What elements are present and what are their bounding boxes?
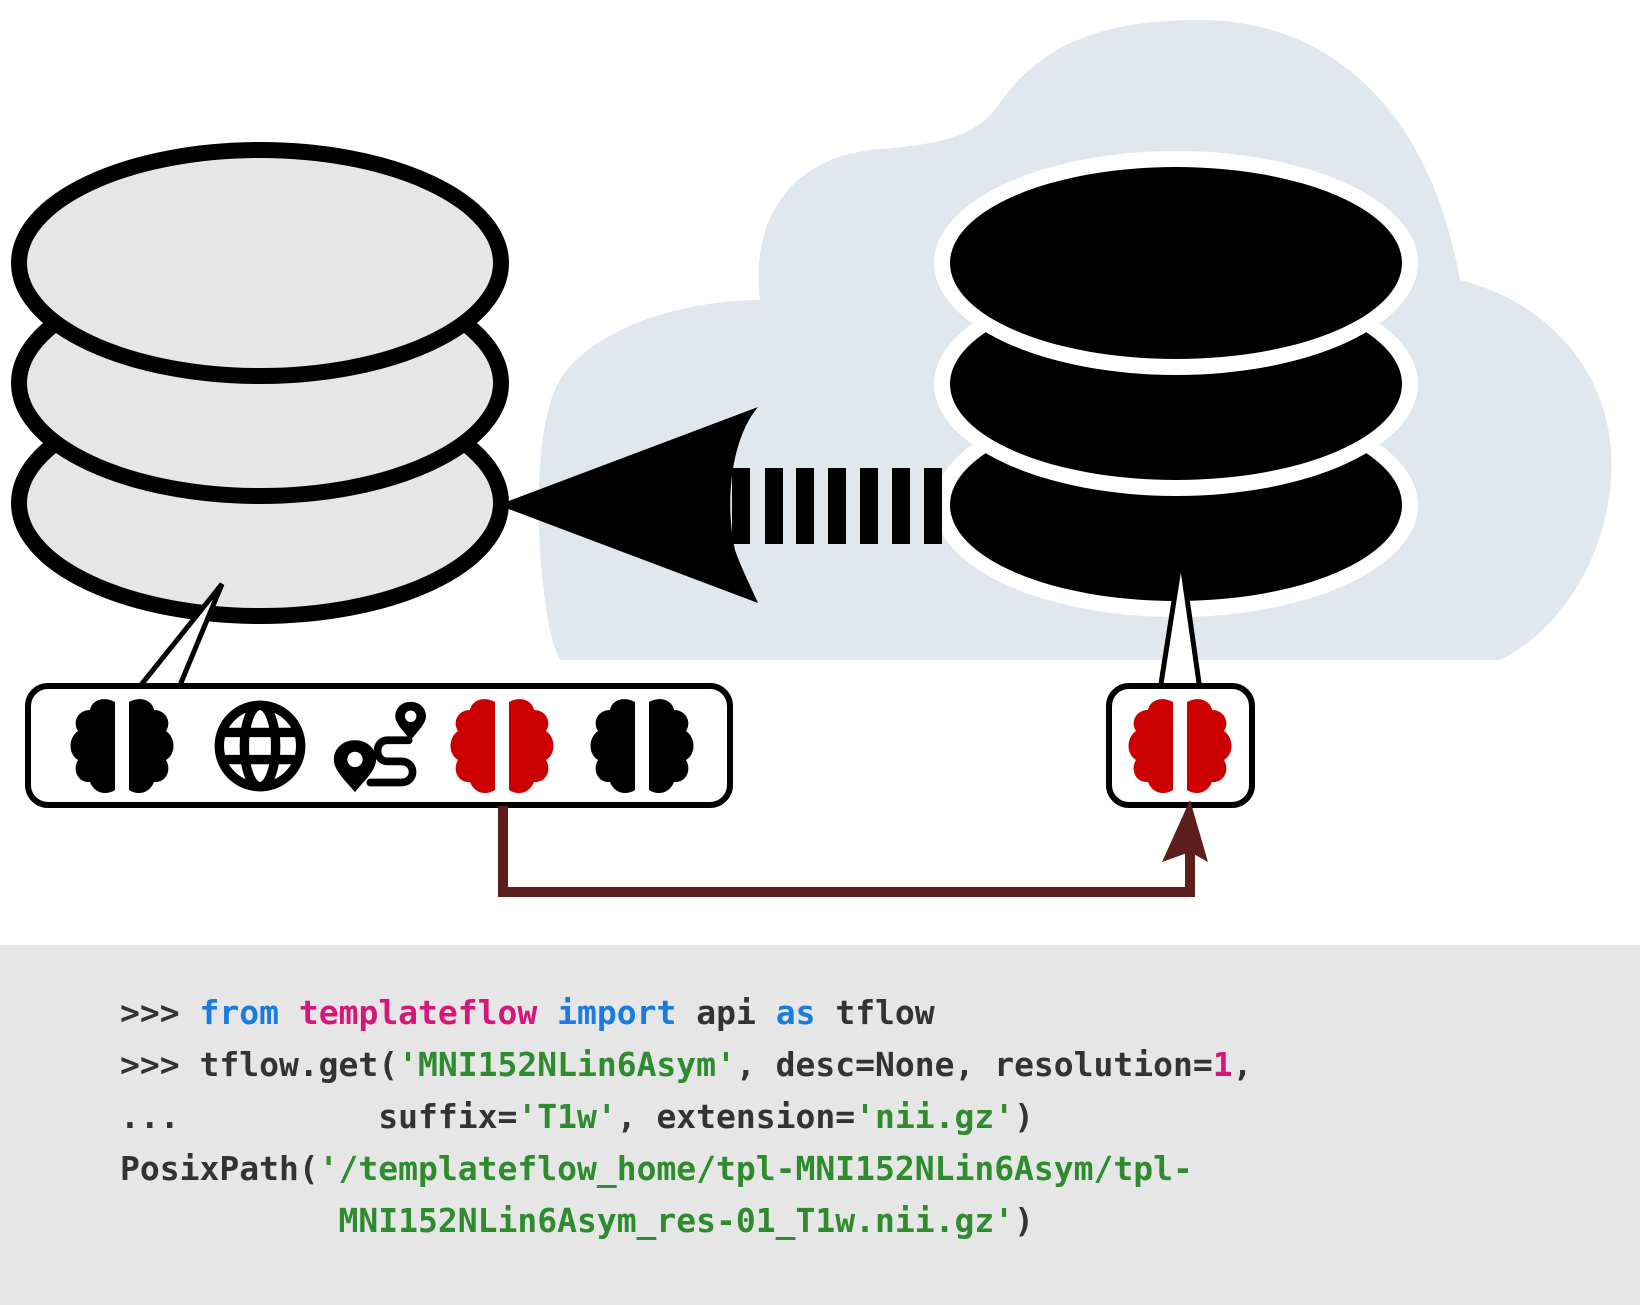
code-token (537, 993, 557, 1032)
local-db-top-disk (11, 142, 509, 384)
download-dash (765, 468, 783, 544)
code-token: import (557, 993, 677, 1032)
code-token: 'T1w' (517, 1097, 617, 1136)
code-token: ) (1014, 1097, 1034, 1136)
code-token: tflow (815, 993, 935, 1032)
code-token (120, 1201, 339, 1240)
remote-archive-callout (1106, 555, 1255, 808)
code-token: PosixPath( (120, 1149, 319, 1188)
local-cache-database (11, 142, 509, 624)
code-line: >>> tflow.get('MNI152NLin6Asym', desc=No… (120, 1039, 1253, 1091)
code-panel: >>> from templateflow import api as tflo… (0, 945, 1640, 1305)
download-dashes (732, 468, 942, 544)
templateflow-diagram (11, 20, 1612, 897)
elbow-arrowhead (1162, 800, 1208, 862)
local-cache-callout (25, 582, 733, 808)
download-dash (732, 468, 750, 544)
local-callout-tail (135, 582, 225, 692)
remote-callout-tail (1157, 555, 1203, 691)
code-token: api (676, 993, 776, 1032)
python-code-block: >>> from templateflow import api as tflo… (120, 987, 1253, 1247)
download-dash (828, 468, 846, 544)
remote-db-top-disk-inner (950, 167, 1402, 359)
download-dash (860, 468, 878, 544)
code-token: , desc=None, resolution= (735, 1045, 1213, 1084)
code-token: >>> tflow.get( (120, 1045, 399, 1084)
code-token: , (1232, 1045, 1253, 1084)
download-arrowhead (498, 407, 758, 603)
code-line: MNI152NLin6Asym_res-01_T1w.nii.gz') (120, 1195, 1253, 1247)
code-line: PosixPath('/templateflow_home/tpl-MNI152… (120, 1143, 1253, 1195)
remote-archive-database (934, 151, 1418, 617)
code-line: >>> from templateflow import api as tflo… (120, 987, 1253, 1039)
code-token: from (199, 993, 279, 1032)
code-token: >>> (120, 993, 200, 1032)
download-arrow (498, 407, 942, 603)
code-token: 'nii.gz' (855, 1097, 1015, 1136)
code-token: ) (1014, 1201, 1034, 1240)
download-dash (892, 468, 910, 544)
download-dash (924, 468, 942, 544)
code-token: as (775, 993, 816, 1032)
download-dash (796, 468, 814, 544)
code-token: , extension= (616, 1097, 856, 1136)
code-token: 'MNI152NLin6Asym' (398, 1045, 736, 1084)
code-token: '/templateflow_home/tpl-MNI152NLin6Asym/… (318, 1149, 1193, 1188)
code-token: templateflow (298, 993, 538, 1032)
elbow-arrow-line (498, 806, 1195, 897)
code-line: ... suffix='T1w', extension='nii.gz') (120, 1091, 1253, 1143)
code-token: ... suffix= (120, 1097, 518, 1136)
code-token: 1 (1212, 1045, 1233, 1084)
code-token: MNI152NLin6Asym_res-01_T1w.nii.gz' (338, 1201, 1015, 1240)
fetch-elbow-arrow (498, 800, 1208, 897)
code-token (279, 993, 299, 1032)
